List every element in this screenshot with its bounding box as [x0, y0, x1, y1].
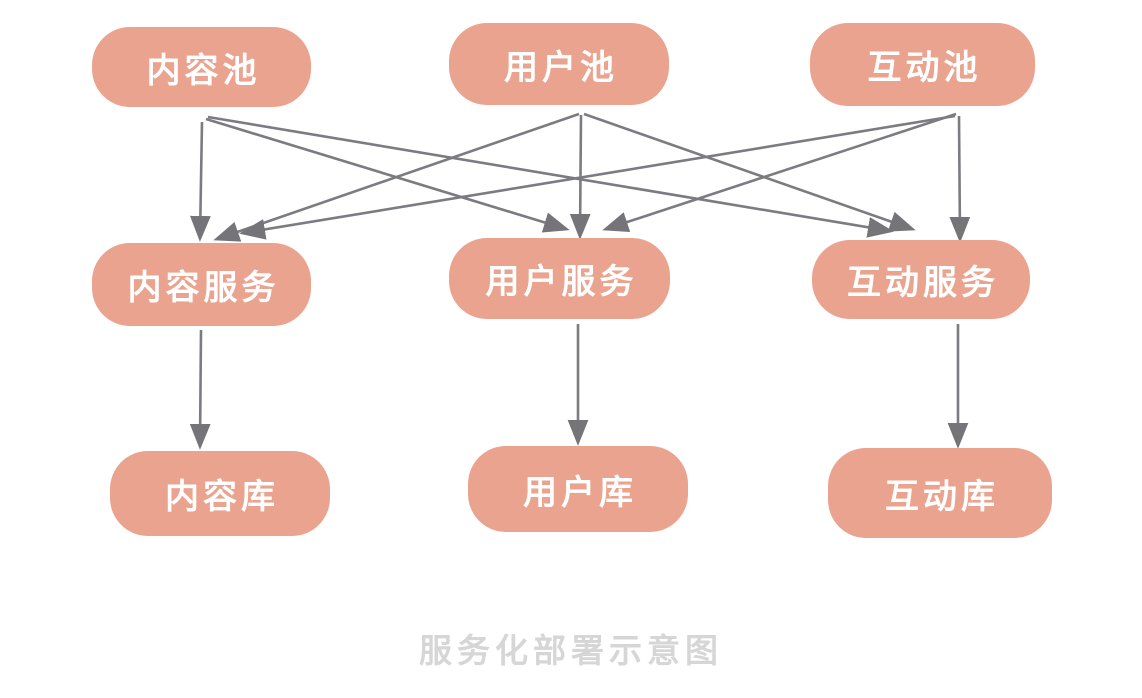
edge-content-pool-to-content-service — [189, 121, 211, 242]
edge-content-pool-to-user-service — [205, 117, 570, 233]
edge-interaction-pool-to-user-service — [602, 112, 957, 232]
edge-content-pool-to-interaction-service — [207, 115, 894, 238]
node-content-db: 内容库 — [110, 451, 330, 536]
node-interaction-pool: 互动池 — [810, 23, 1035, 106]
node-content-service-label: 内容服务 — [127, 269, 280, 307]
node-user-service: 用户服务 — [449, 238, 670, 319]
edge-user-pool-to-user-service — [569, 114, 591, 240]
node-user-db: 用户库 — [468, 446, 688, 532]
node-interaction-service-label: 互动服务 — [847, 264, 999, 302]
edge-user-pool-to-content-service — [213, 112, 580, 242]
edge-user-pool-to-interaction-service — [583, 112, 916, 232]
node-user-pool-label: 用户池 — [504, 48, 618, 87]
edge-interaction-pool-to-content-service — [239, 114, 956, 240]
node-interaction-pool-label: 互动池 — [867, 49, 982, 87]
node-user-db-label: 用户库 — [523, 473, 637, 512]
node-content-pool: 内容池 — [92, 27, 311, 107]
node-interaction-db: 互动库 — [828, 448, 1052, 538]
node-content-db-label: 内容库 — [165, 478, 279, 516]
node-user-pool: 用户池 — [449, 23, 669, 105]
edge-content-service-to-content-db — [189, 329, 211, 450]
edge-interaction-pool-to-interaction-service — [949, 115, 971, 243]
node-user-service-label: 用户服务 — [485, 263, 638, 301]
node-interaction-db-label: 互动库 — [885, 477, 999, 516]
diagram-caption: 服务化部署示意图 — [419, 632, 723, 669]
node-content-service: 内容服务 — [92, 243, 311, 326]
node-content-pool-label: 内容池 — [146, 51, 261, 90]
node-interaction-service: 互动服务 — [812, 240, 1030, 319]
